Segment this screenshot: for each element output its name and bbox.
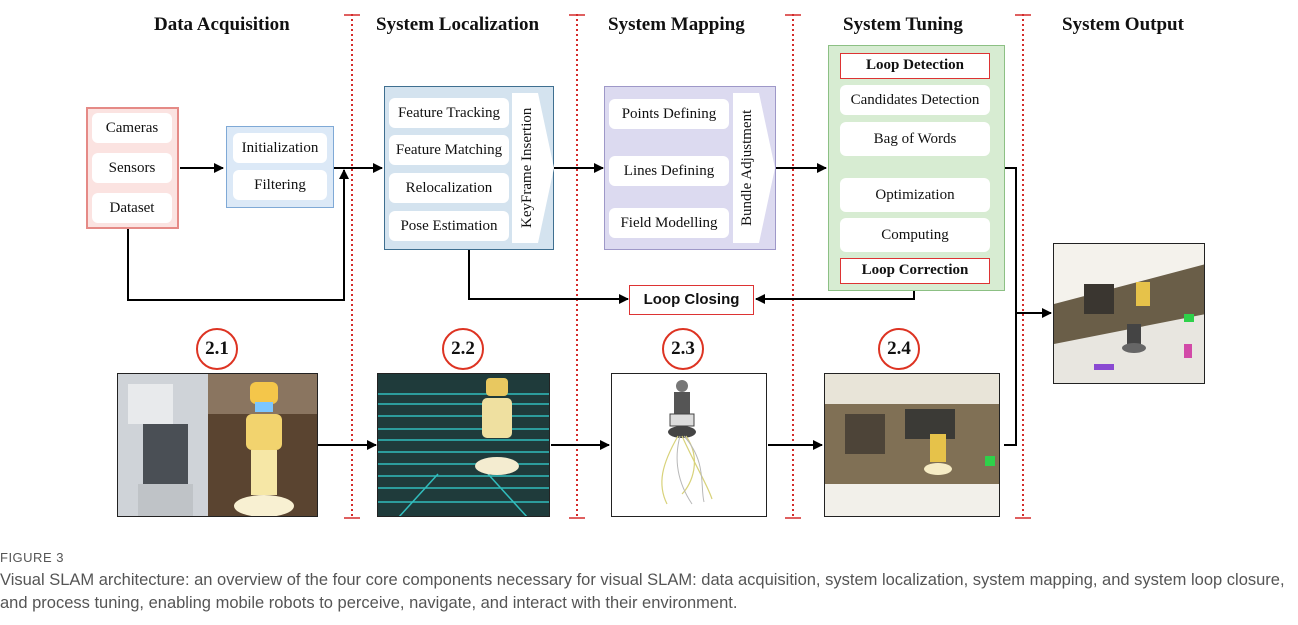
prep-filtering: Filtering — [233, 170, 327, 200]
mapping-field-modelling: Field Modelling — [609, 208, 729, 238]
line-tuning-to-output — [1004, 167, 1017, 446]
section-dividers — [351, 14, 1024, 518]
tuning-computing: Computing — [840, 218, 990, 252]
divider-caps — [344, 14, 1031, 519]
tuning-panel — [828, 45, 1005, 291]
arrow-localization-to-loop-closing — [468, 250, 629, 304]
mapping-lines-defining: Lines Defining — [609, 156, 729, 186]
output-map-illustration — [1054, 244, 1204, 383]
tuning-bag-of-words: Bag of Words — [840, 122, 990, 156]
figure-label: FIGURE 3 — [0, 550, 64, 565]
localization-pose-estimation: Pose Estimation — [389, 211, 509, 241]
arrow-dataset-feedback — [127, 169, 349, 301]
tuning-optimization: Optimization — [840, 178, 990, 212]
mapping-points-defining: Points Defining — [609, 99, 729, 129]
image-system-output — [1053, 243, 1205, 384]
arrow-tuning-to-loop-closing — [755, 291, 915, 304]
figure-caption: Visual SLAM architecture: an overview of… — [0, 571, 1285, 612]
prep-initialization: Initialization — [233, 133, 327, 163]
section-title-system-tuning: System Tuning — [843, 14, 963, 35]
input-cameras: Cameras — [92, 113, 172, 143]
badge-2-4: 2.4 — [878, 328, 920, 370]
loop-closing-box: Loop Closing — [629, 285, 754, 315]
tuning-candidates-detection: Candidates Detection — [840, 85, 990, 115]
image-data-acquisition-robot — [117, 373, 318, 517]
badge-2-2: 2.2 — [442, 328, 484, 370]
localization-feature-matching: Feature Matching — [389, 135, 509, 165]
trajectory-illustration — [661, 380, 713, 505]
image-system-tuning — [824, 373, 1000, 517]
keyframe-insertion-label: KeyFrame Insertion — [519, 107, 535, 229]
bundle-adjustment-arrow-shape — [733, 93, 775, 243]
localization-feature-tracking: Feature Tracking — [389, 98, 509, 128]
robot-photo-illustration — [118, 374, 317, 516]
input-sensors: Sensors — [92, 153, 172, 183]
loop-correction-label: Loop Correction — [840, 258, 990, 284]
section-title-system-mapping: System Mapping — [608, 14, 745, 35]
section-title-data-acquisition: Data Acquisition — [154, 14, 290, 35]
keyframe-insertion-arrow-shape — [512, 93, 554, 243]
image-system-mapping — [611, 373, 767, 517]
feature-lines-illustration — [378, 374, 549, 516]
input-dataset: Dataset — [92, 193, 172, 223]
bundle-adjustment-label: Bundle Adjustment — [739, 109, 755, 227]
badge-2-3: 2.3 — [662, 328, 704, 370]
point-cloud-illustration — [825, 374, 999, 516]
connectors — [127, 14, 1052, 519]
localization-relocalization: Relocalization — [389, 173, 509, 203]
section-title-system-localization: System Localization — [376, 14, 540, 35]
badge-2-1: 2.1 — [196, 328, 238, 370]
image-system-localization — [377, 373, 550, 517]
loop-detection-label: Loop Detection — [840, 53, 990, 79]
section-title-system-output: System Output — [1062, 14, 1184, 35]
